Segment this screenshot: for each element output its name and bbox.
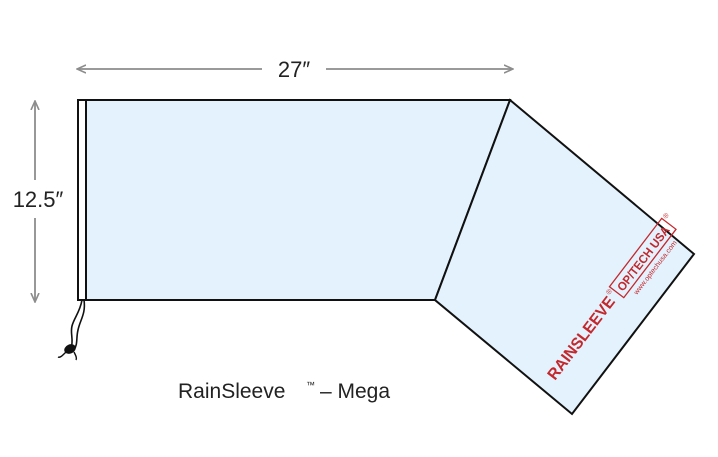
rainsleeve-body xyxy=(77,98,696,416)
sleeve-angled-panel xyxy=(433,98,696,416)
cord-lock xyxy=(64,344,76,354)
brand-company-mark: ® xyxy=(661,211,671,221)
width-label: 27″ xyxy=(278,57,310,82)
width-dimension: 27″ xyxy=(78,57,512,82)
caption-trademark: ™ xyxy=(306,380,315,390)
caption-suffix: – Mega xyxy=(320,380,390,403)
drawstring-cuff xyxy=(77,99,87,301)
caption-name: RainSleeve xyxy=(178,380,285,403)
brand-company-box xyxy=(608,217,677,299)
height-dimension: 12.5″ xyxy=(13,102,64,301)
height-label: 12.5″ xyxy=(13,187,64,212)
brand-product-mark: ® xyxy=(604,287,614,297)
product-caption: RainSleeve ™ – Mega xyxy=(178,380,390,403)
drawstring-cord-icon xyxy=(57,299,86,361)
